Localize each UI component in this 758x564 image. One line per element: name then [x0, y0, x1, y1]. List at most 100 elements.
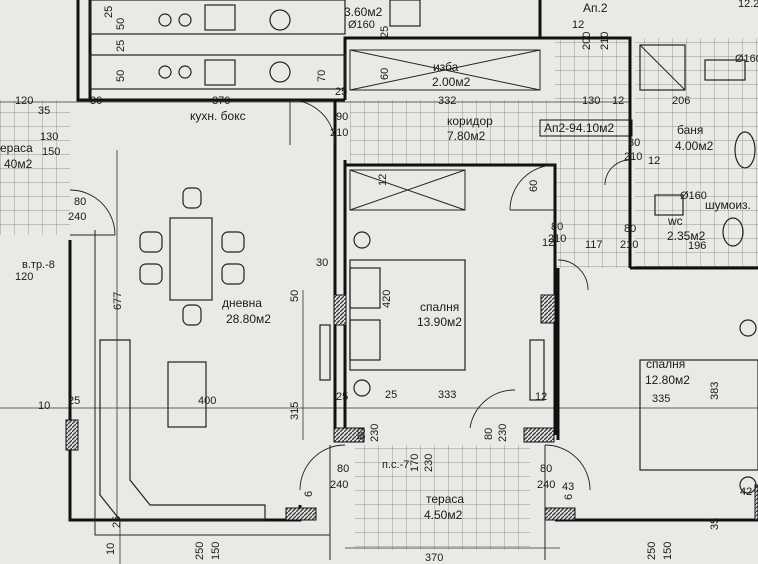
dimension: 80	[540, 463, 552, 475]
bath-door-arc	[604, 159, 631, 186]
room-name: дневна	[222, 296, 262, 310]
shower-tray	[639, 44, 686, 91]
corner-label: 12.2	[738, 0, 758, 10]
dining-chair	[182, 187, 202, 209]
terrace-sides	[329, 445, 546, 560]
dimension: 12	[535, 391, 547, 403]
room-name: изба	[433, 60, 459, 74]
dimension: 25	[103, 6, 115, 18]
dining-chair	[182, 304, 202, 326]
terrace-door-arc-4	[544, 444, 591, 491]
room-area: 7.80м2	[447, 129, 486, 143]
tv-unit	[529, 339, 545, 401]
terrace-door-arc-2	[469, 389, 516, 429]
dimension: 60	[528, 180, 540, 192]
room-name: тераса	[426, 492, 464, 506]
dimension: 230	[423, 454, 435, 472]
dimension: 80	[551, 221, 563, 233]
dimension: 240	[68, 211, 86, 223]
dimension: 240	[537, 479, 555, 491]
dimension: 25	[336, 391, 348, 403]
dimension: 677	[112, 292, 124, 310]
wall-hatch-living	[65, 419, 79, 451]
dimension: 240	[330, 479, 348, 491]
wardrobe-cross	[349, 169, 466, 211]
left-terrace-tiles	[0, 100, 70, 235]
nightstand-lamp-2	[739, 476, 757, 494]
toilet	[734, 131, 756, 169]
outer-line-left	[94, 230, 330, 536]
room-name: коридор	[447, 114, 493, 128]
neighbor-apartment-label: Ап.2	[583, 1, 608, 15]
pillow	[349, 267, 381, 309]
dimension: 210	[599, 32, 611, 50]
bathroom-tiles	[635, 38, 758, 268]
wall-hatch-bedroom-bottom-left	[333, 427, 365, 443]
kitchen-counter-upper	[89, 0, 346, 35]
dimension: 210	[548, 233, 566, 245]
dimension: 50	[289, 290, 301, 302]
dimension: 25	[379, 26, 391, 38]
dimension: 42	[740, 486, 752, 498]
dimension: 50	[115, 70, 127, 82]
dimension: 210	[620, 239, 638, 251]
dimension: 6	[303, 491, 315, 497]
fan-symbol	[269, 9, 291, 31]
dimension: 383	[709, 382, 721, 400]
dimension: 12	[572, 19, 584, 31]
wall-corridor-right	[538, 0, 632, 268]
stove-burner	[158, 13, 172, 27]
dimension: 332	[438, 95, 456, 107]
shaft-label: п.с.-7	[382, 459, 409, 471]
area-label: 3.60м2	[344, 5, 383, 19]
dimension: 120	[15, 95, 33, 107]
dimension: 420	[381, 290, 393, 308]
dimension: 80	[356, 428, 368, 440]
top-toilet	[389, 0, 421, 27]
dimension: 250	[194, 542, 206, 560]
wall-kitchen-left	[76, 0, 92, 102]
dimension: 80	[628, 137, 640, 149]
stove-burner	[178, 13, 192, 27]
dimension: 196	[688, 240, 706, 252]
dining-chair	[139, 231, 163, 253]
dimension: 80	[337, 463, 349, 475]
dimension: 12	[377, 174, 389, 186]
room-area: 13.90м2	[417, 315, 462, 329]
dimension: 400	[198, 395, 216, 407]
dimension: 250	[646, 542, 658, 560]
fan-symbol	[269, 61, 291, 83]
dimension: 80	[483, 428, 495, 440]
wall-hatch-terrace-right	[544, 507, 576, 521]
wc-toilet	[722, 217, 744, 247]
pipe-label: Ø160	[348, 19, 375, 31]
dimension: 70	[316, 70, 328, 82]
dimension: 12	[648, 155, 660, 167]
dimension: 35	[38, 105, 50, 117]
dimension: 50	[115, 18, 127, 30]
pipe-label: Ø160	[735, 53, 758, 65]
dimension: 130	[582, 95, 600, 107]
double-bed-2	[639, 359, 758, 471]
dimension: 10	[105, 543, 117, 555]
dimension: 90	[336, 111, 348, 123]
room-name: ераса	[0, 141, 33, 155]
dimension: 210	[624, 151, 642, 163]
dimension: 30	[90, 95, 102, 107]
terrace-door-arc-3	[299, 444, 346, 491]
bedroom-door-arc	[509, 164, 556, 211]
dimension: 200	[581, 32, 593, 50]
entrance-tiles	[555, 38, 630, 268]
bedroom2-door-arc	[557, 259, 589, 291]
dimension: 335	[652, 393, 670, 405]
dimension: 230	[369, 424, 381, 442]
bath-sink	[704, 59, 746, 81]
dimension: 60	[379, 68, 391, 80]
room-name: спалня	[646, 357, 685, 371]
dimension: 150	[42, 146, 60, 158]
dimension: 35	[709, 518, 721, 530]
vent-label: в.тр.-8	[22, 259, 55, 271]
isolation-label: шумоиз.	[705, 198, 751, 212]
dimension: 230	[497, 424, 509, 442]
terrace-tiles	[355, 445, 530, 550]
